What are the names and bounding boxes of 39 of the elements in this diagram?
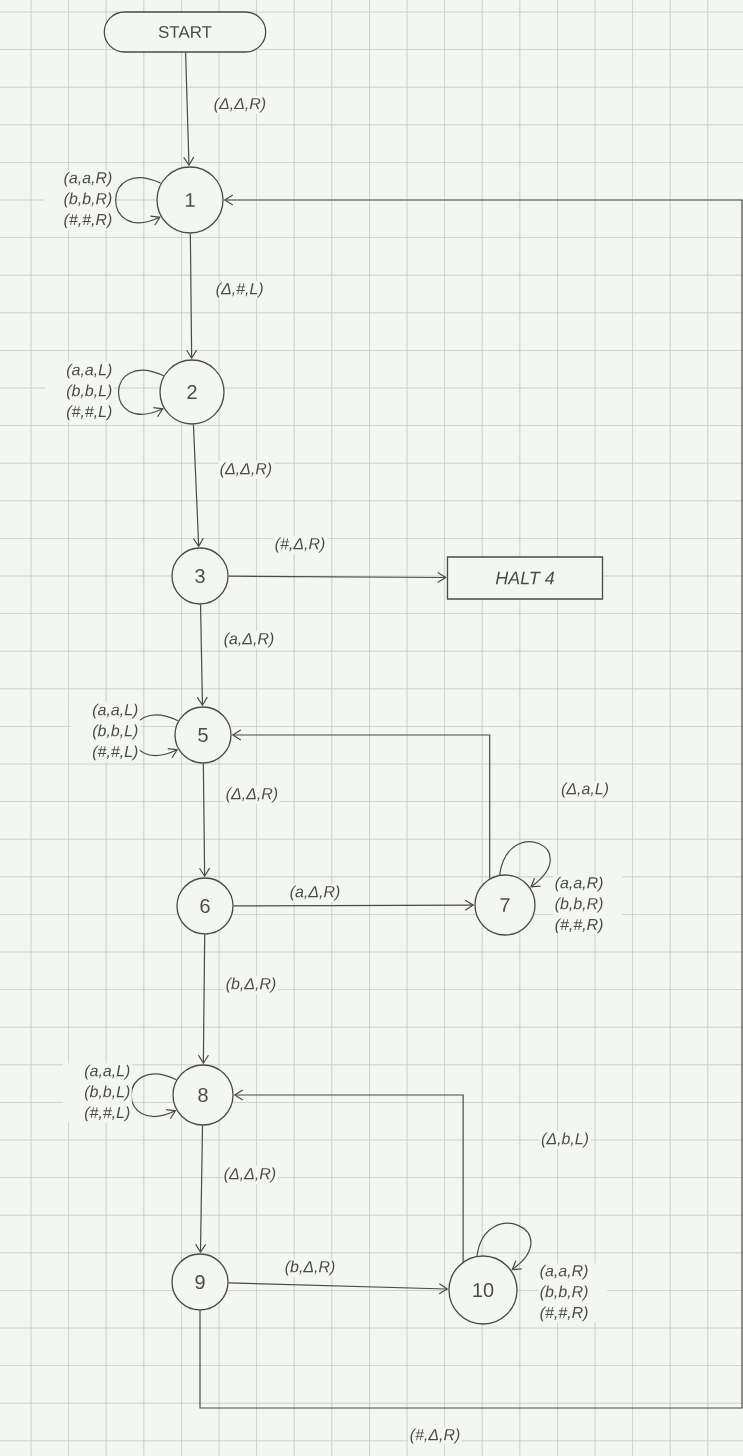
arrow (185, 233, 198, 360)
edge-label: (Δ,Δ,R) (222, 1166, 278, 1184)
edge-label: (b,Δ,R) (224, 976, 278, 994)
arrow (195, 1125, 207, 1254)
arrow (199, 194, 743, 1409)
arrow (192, 424, 204, 548)
edge-label: (#,Δ,R) (408, 1427, 462, 1445)
halt-box: HALT 4 (446, 556, 604, 600)
arrow (115, 177, 162, 226)
arrow (198, 763, 211, 878)
edge-label: (a,Δ,R) (222, 631, 276, 649)
loop-label: (a,a,R) (b,b,R) (#,#,R) (553, 875, 623, 935)
arrow (197, 934, 209, 1065)
arrow (231, 729, 491, 880)
loop-label: (a,a,L) (b,b,L) (#,#,L) (70, 702, 140, 762)
arrow (130, 1073, 178, 1120)
arrow (233, 899, 475, 911)
loop-label: (a,a,L) (b,b,L) (#,#,L) (44, 362, 114, 422)
arrow (196, 604, 208, 707)
loop-label: (a,a,R) (b,b,R) (#,#,R) (538, 1263, 608, 1323)
edge-label: (a,Δ,R) (288, 884, 342, 902)
arrow (499, 841, 551, 888)
edge-label: (Δ,a,L) (559, 781, 611, 799)
arrow (117, 369, 165, 418)
arrow (228, 571, 447, 584)
edge-label: (Δ,b,L) (539, 1131, 591, 1149)
loop-label: (a,a,L) (b,b,L) (#,#,L) (62, 1063, 132, 1123)
edge-label: (b,Δ,R) (283, 1259, 337, 1277)
edge-label: (#,Δ,R) (273, 536, 327, 554)
start-terminal: START (103, 11, 267, 53)
edge-label: (Δ,Δ,R) (224, 786, 280, 804)
arrow (476, 1222, 532, 1271)
edge-label: (Δ,Δ,R) (212, 96, 268, 114)
arrow (228, 1282, 449, 1295)
loop-label: (a,a,R) (b,b,R) (#,#,R) (44, 170, 114, 230)
arrow (233, 1089, 464, 1263)
edge-label: (Δ,Δ,R) (218, 461, 274, 479)
arrow (183, 52, 195, 167)
edge-label: (Δ,#,L) (214, 281, 266, 299)
